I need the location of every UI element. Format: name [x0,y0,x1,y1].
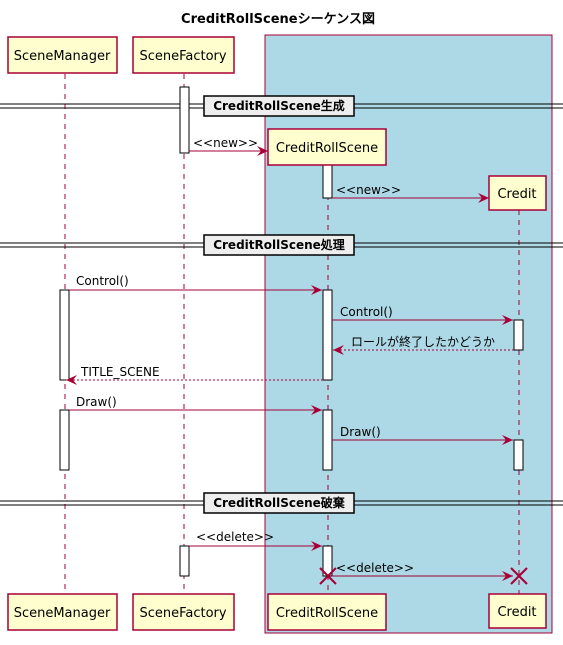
msg-delete-scene: <<delete>> [196,530,274,544]
participant-credit-created[interactable]: Credit [488,175,547,211]
svg-text:SceneManager: SceneManager [14,49,111,64]
svg-text:CreditRollScene処理: CreditRollScene処理 [213,237,345,252]
destroy-mark-credit-roll-scene [319,567,337,585]
svg-text:SceneFactory: SceneFactory [139,606,226,621]
svg-text:Credit: Credit [497,187,536,202]
participant-scene-factory-top[interactable]: SceneFactory [132,36,235,74]
svg-text:Credit: Credit [497,605,536,620]
msg-control-1: Control() [76,274,129,288]
participant-scene-factory-bottom[interactable]: SceneFactory [132,593,235,631]
msg-control-2: Control() [340,305,393,319]
diagram-title: CreditRollSceneシーケンス図 [181,12,375,27]
participant-credit-roll-scene-bottom[interactable]: CreditRollScene [267,593,387,631]
divider-create: CreditRollScene生成 [0,95,563,117]
participant-scene-manager-bottom[interactable]: SceneManager [7,593,118,631]
msg-delete-credit: <<delete>> [336,561,414,575]
participant-credit-roll-scene-created[interactable]: CreditRollScene [267,128,387,166]
divider-destroy: CreditRollScene破棄 [0,492,563,514]
msg-new-scene: <<new>> [193,136,258,150]
activation-bars [59,86,524,577]
msg-draw-2: Draw() [340,425,381,439]
msg-roll-finished: ロールが終了したかどうか [351,334,495,349]
scene-group-box [264,34,553,634]
divider-process: CreditRollScene処理 [0,234,563,256]
msg-new-credit: <<new>> [336,183,401,197]
svg-text:SceneFactory: SceneFactory [139,49,226,64]
msg-draw-1: Draw() [76,395,117,409]
svg-text:CreditRollScene破棄: CreditRollScene破棄 [213,495,346,510]
destroy-mark-credit [510,567,528,585]
svg-text:CreditRollScene生成: CreditRollScene生成 [213,98,345,113]
svg-text:SceneManager: SceneManager [14,606,111,621]
msg-title-scene: TITLE_SCENE [80,365,160,379]
svg-text:CreditRollScene: CreditRollScene [276,141,378,156]
svg-text:CreditRollScene: CreditRollScene [276,606,378,621]
participant-credit-bottom[interactable]: Credit [488,593,547,629]
participant-scene-manager-top[interactable]: SceneManager [7,36,118,74]
